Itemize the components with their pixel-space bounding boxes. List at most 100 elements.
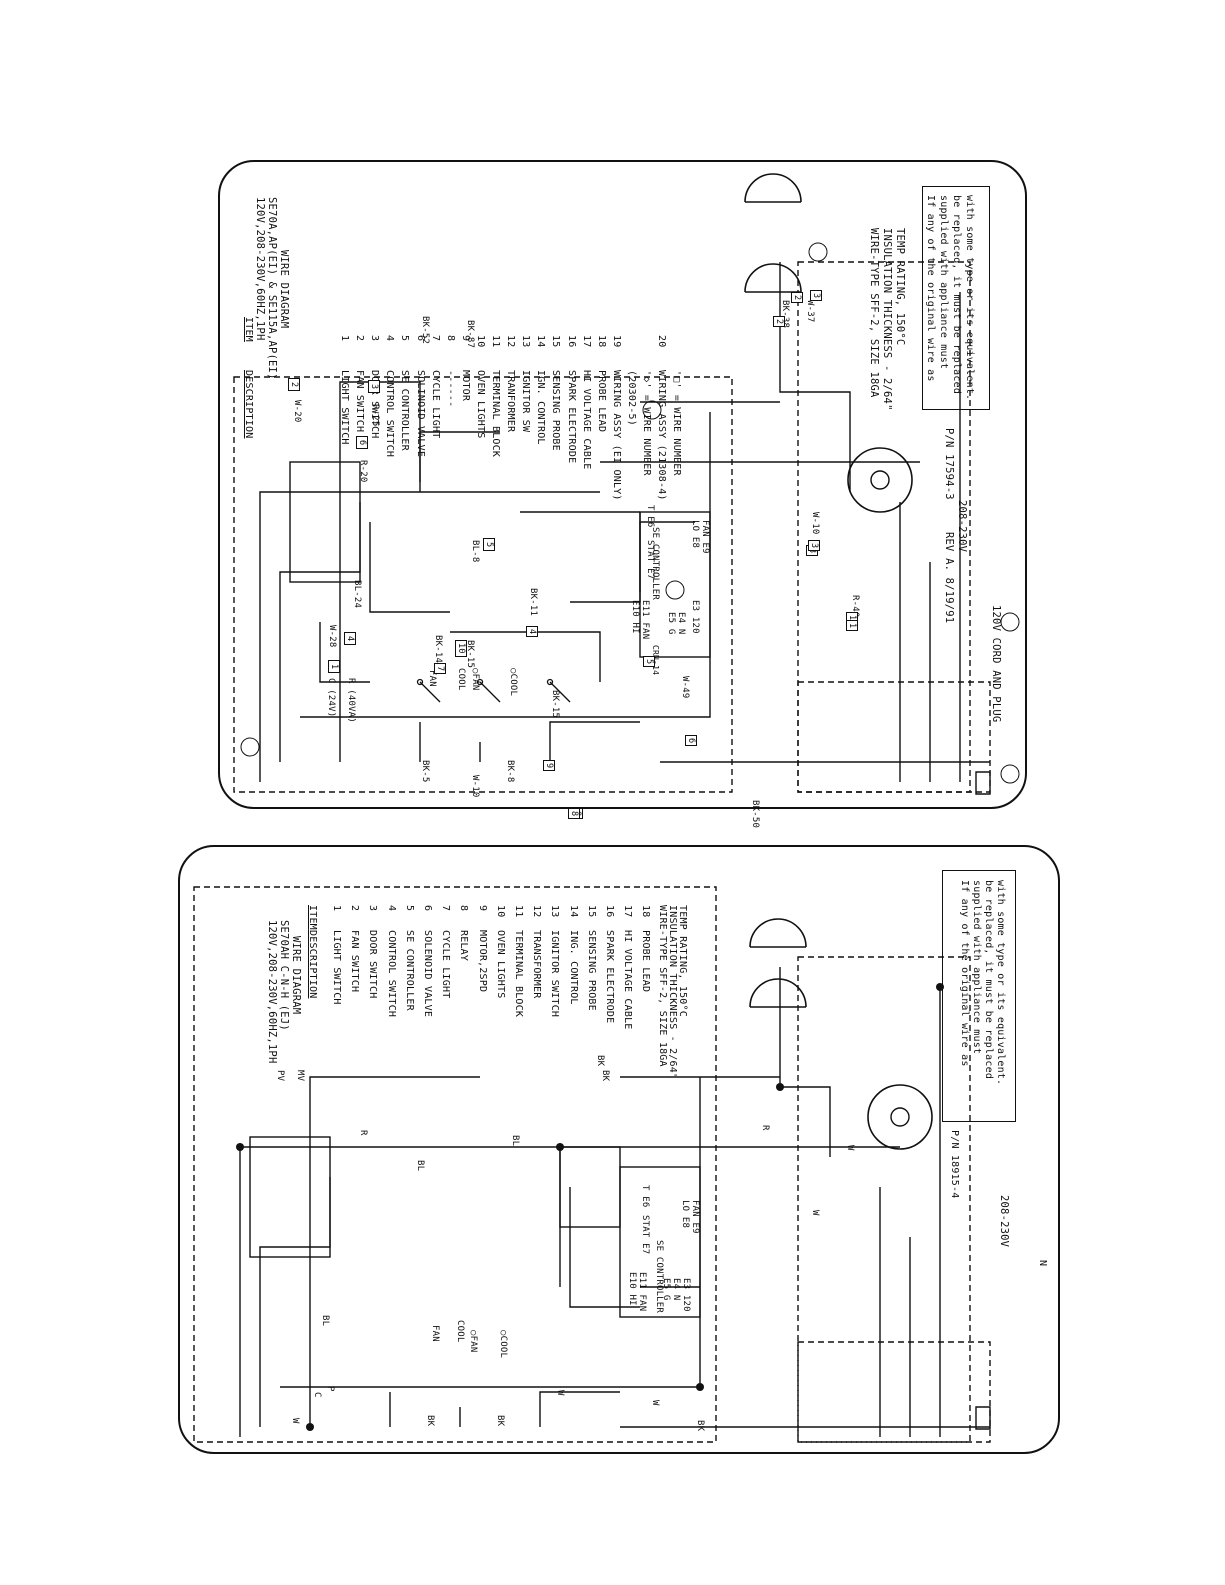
- bottom-item-number-0: 1: [331, 905, 342, 912]
- top-wire-w10a: W-10: [470, 775, 480, 798]
- top-wire-box-b13: 3: [810, 290, 822, 302]
- top-wire-note-1: INSULATION THICKNESS - 2/64": [881, 228, 893, 411]
- top-item-desc-15: SPARK ELECTRODE: [565, 370, 577, 464]
- top-item-number-3: 4: [384, 335, 396, 342]
- top-wire-w10b: W-10: [810, 512, 820, 535]
- bottom-bk-label-4: BK: [695, 1420, 705, 1432]
- bottom-item-number-16: 17: [622, 905, 634, 918]
- bottom-pv-label: PV: [275, 1070, 285, 1082]
- bottom-item-number-13: 14: [567, 905, 579, 918]
- bottom-item-desc-12: IGNITOR SWITCH: [549, 930, 561, 1018]
- top-ofan-label: ○FAN: [470, 668, 480, 691]
- top-item-number-16: 17: [580, 335, 592, 348]
- top-item-number-10: 11: [490, 335, 501, 348]
- top-item-desc-20: '◇' = WIRE NUMBER: [641, 370, 652, 476]
- top-fan-e9: FAN E9: [700, 520, 710, 554]
- top-c24-label: C (24V): [326, 678, 336, 718]
- bottom-fan-e9: FAN E9: [690, 1200, 700, 1234]
- top-item-number-17: 18: [595, 335, 607, 348]
- top-wire-box-b9: 9: [543, 760, 555, 772]
- top-item-desc-22: '□' = WIRE NUMBER: [671, 370, 683, 476]
- top-item-number-18: 19: [610, 335, 622, 348]
- bottom-schematic: [193, 886, 991, 1443]
- top-wire-bk50: BK-50: [750, 800, 760, 829]
- top-item-marker-9: [870, 470, 890, 490]
- top-item-number-2: 3: [369, 335, 381, 342]
- bottom-oven-light-icon-2: [749, 918, 807, 948]
- bottom-item-number-6: 7: [440, 905, 452, 912]
- top-item-number-15: 16: [565, 335, 577, 348]
- top-cool-label: COOL: [456, 668, 466, 691]
- top-wire-bk87: BK-87: [465, 320, 475, 349]
- bottom-item-desc-3: CONTROL SWITCH: [385, 930, 397, 1018]
- top-e5: E5 G: [666, 612, 676, 635]
- bottom-motor-icon: [867, 1084, 933, 1150]
- bottom-title-line-3: 120V,208-230V,60HZ,1PH: [266, 920, 278, 1064]
- top-item-number-6: 7: [429, 335, 441, 342]
- top-wire-box-b6: 6: [685, 735, 697, 747]
- bottom-item-desc-8: MOTOR,2SPD: [476, 930, 488, 993]
- top-wire-bk14: BK-14: [433, 635, 443, 664]
- top-title-line-3: 120V,208-230V,60HZ,1PH: [254, 197, 266, 341]
- top-item-desc-3: CONTROL SWITCH: [384, 370, 396, 458]
- top-item-marker-11b: [1000, 612, 1020, 632]
- top-item-desc-13: IGN. CONTROL: [535, 370, 547, 445]
- top-item-desc-11: TRANFORMER: [505, 370, 517, 433]
- top-wire-diamond-d1: 1: [328, 660, 340, 674]
- bottom-bl-label-2: BL: [415, 1160, 425, 1172]
- top-motor-icon: [847, 447, 913, 513]
- bottom-bl-label-0: BL: [320, 1315, 330, 1327]
- top-wire-bl24: BL-24: [352, 580, 362, 609]
- bottom-item-number-2: 3: [367, 905, 379, 912]
- top-item-number-7: 8: [444, 335, 456, 342]
- bottom-col-desc: DESCRIPTION: [307, 930, 318, 999]
- bottom-cool-label: COOL: [455, 1320, 465, 1343]
- top-wire-box-b12: 2: [791, 292, 803, 304]
- top-wire-diamond-d3: 3: [368, 380, 380, 394]
- top-wire-note-2: TEMP RATING, 150°C: [894, 228, 906, 346]
- bottom-item-number-9: 10: [494, 905, 506, 918]
- top-wire-diamond-d4: 4: [344, 632, 356, 646]
- bottom-item-number-15: 16: [604, 905, 615, 918]
- bottom-c-label: C: [312, 1392, 322, 1398]
- top-wire-w28: W-28: [327, 625, 337, 648]
- top-wire-r20: R-20: [358, 460, 368, 483]
- top-208-label: 208-230V: [956, 500, 968, 553]
- top-item-desc-19: (20302-5): [625, 370, 637, 426]
- bottom-ofan-label: ○FAN: [468, 1330, 478, 1353]
- bottom-plug-icon: [975, 1406, 991, 1430]
- top-wire-box-b2: 2: [773, 316, 785, 328]
- bottom-item-desc-11: TRANSFORMER: [531, 930, 543, 999]
- bottom-w-wire-label-1: W: [810, 1210, 820, 1216]
- bottom-w-wire-label-2: W: [845, 1145, 855, 1151]
- bottom-item-desc-5: SOLENOID VALVE: [422, 930, 433, 1018]
- bottom-stat-e7: STAT E7: [640, 1215, 650, 1255]
- top-wire-r25: R-25: [370, 404, 380, 427]
- wire-diagram-panel-bottom: [178, 845, 1060, 1454]
- top-item-desc-18: WIRING ASSY (EI ONLY): [610, 370, 622, 501]
- top-item-desc-14: SENSING PROBE: [550, 370, 562, 451]
- bottom-mv-label: MV: [295, 1070, 305, 1082]
- bottom-r-label-0: R: [760, 1125, 770, 1131]
- top-item-number-21: 20: [656, 335, 668, 348]
- bottom-bk-label-1: BK: [495, 1415, 505, 1427]
- bottom-title-line-2: SE70AH C-N-H (EJ): [278, 920, 290, 1031]
- bottom-bk-label-2: BK: [595, 1055, 605, 1067]
- top-wire-box-b14: 3: [808, 540, 820, 552]
- bottom-item-number-17: 18: [640, 905, 652, 918]
- bottom-lo-e8: LO E8: [680, 1200, 690, 1229]
- bottom-p-label: P: [325, 1386, 335, 1392]
- top-item-marker-10: [808, 242, 828, 262]
- top-wire-bk11: BK-11: [528, 588, 538, 617]
- top-item-desc-10: TERMINAL BLOCK: [490, 370, 501, 458]
- top-schematic: [233, 173, 1020, 795]
- bottom-wire-note-2: TEMP RATING, 150°C: [677, 905, 688, 1017]
- bottom-relay-box: [559, 1146, 621, 1228]
- top-item-desc-6: CYCLE LIGHT: [429, 370, 441, 439]
- top-wire-w37: W-37: [805, 300, 815, 323]
- top-se-controller-box: [639, 511, 711, 658]
- top-wire-note-0: WIRE-TYPE SFF-2, SIZE 18GA: [868, 228, 880, 398]
- top-item-desc-1: FAN SWITCH: [354, 370, 366, 433]
- bottom-ignition-control-box: [249, 1136, 331, 1258]
- bottom-item-number-3: 4: [385, 905, 397, 912]
